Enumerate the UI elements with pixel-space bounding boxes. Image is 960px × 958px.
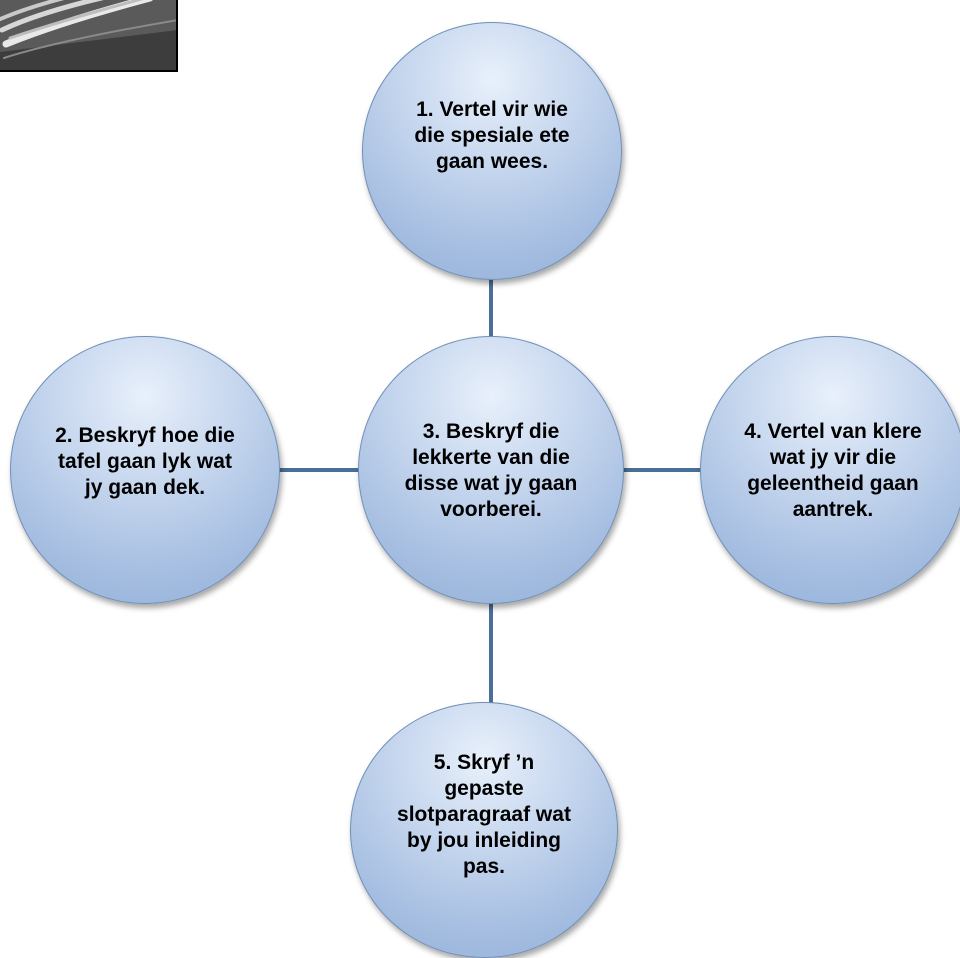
node-4-label: 4. Vertel van klere wat jy vir die gelee… bbox=[744, 420, 922, 521]
node-5-circle: 5. Skryf ’n gepaste slotparagraaf wat by… bbox=[350, 702, 618, 958]
node-2-circle: 2. Beskryf hoe die tafel gaan lyk wat jy… bbox=[10, 336, 280, 604]
cutlery-photo-art bbox=[0, 0, 176, 70]
node-1-circle: 1. Vertel vir wie die spesiale ete gaan … bbox=[362, 22, 622, 280]
cutlery-photo bbox=[0, 0, 178, 72]
node-1-label: 1. Vertel vir wie die spesiale ete gaan … bbox=[414, 98, 570, 173]
connectors bbox=[278, 278, 702, 704]
node-4-circle: 4. Vertel van klere wat jy vir die gelee… bbox=[700, 336, 960, 604]
node-3-label: 3. Beskryf die lekkerte van die disse wa… bbox=[404, 420, 578, 521]
node-2-label: 2. Beskryf hoe die tafel gaan lyk wat jy… bbox=[55, 424, 235, 499]
node-3-circle: 3. Beskryf die lekkerte van die disse wa… bbox=[358, 336, 624, 604]
node-5-label: 5. Skryf ’n gepaste slotparagraaf wat by… bbox=[397, 751, 571, 878]
